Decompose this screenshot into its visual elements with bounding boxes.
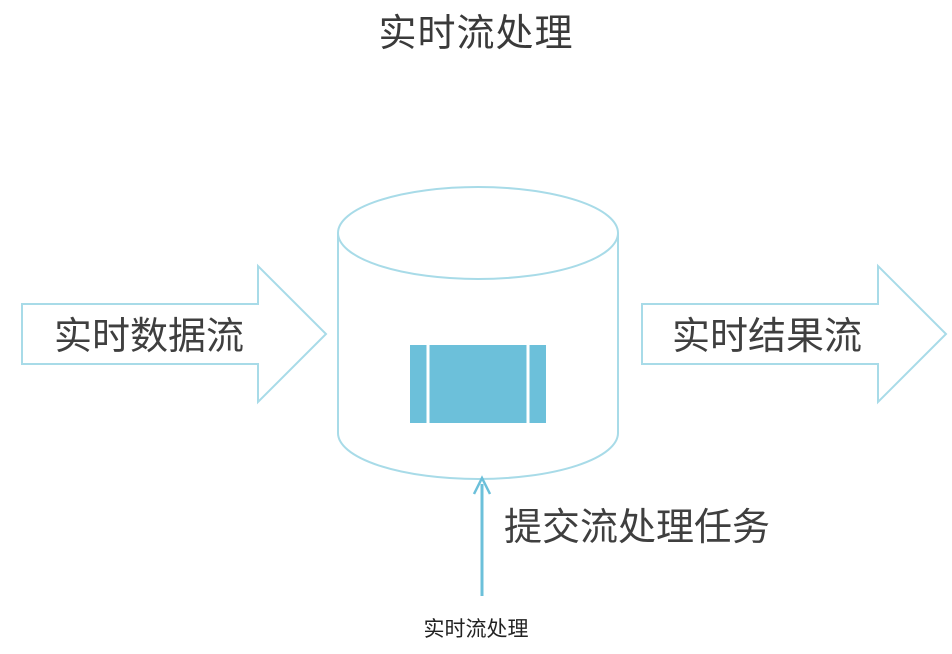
up-arrow-icon bbox=[472, 475, 492, 596]
slide-title: 实时流处理 bbox=[378, 11, 574, 55]
submit-task-label: 提交流处理任务 bbox=[504, 505, 771, 549]
input-stream-label: 实时数据流 bbox=[54, 314, 245, 358]
caption: 实时流处理 bbox=[0, 604, 952, 654]
output-stream-label: 实时结果流 bbox=[672, 314, 863, 358]
task-block-icon bbox=[410, 345, 546, 423]
input-arrow-icon bbox=[21, 263, 328, 405]
stream-processing-diagram bbox=[21, 186, 948, 596]
slide: 实时流处理 实时数据流 实时结果流 提交流处理任务 bbox=[21, 11, 948, 596]
database-cylinder-icon bbox=[337, 186, 619, 480]
output-arrow-icon bbox=[641, 263, 948, 405]
